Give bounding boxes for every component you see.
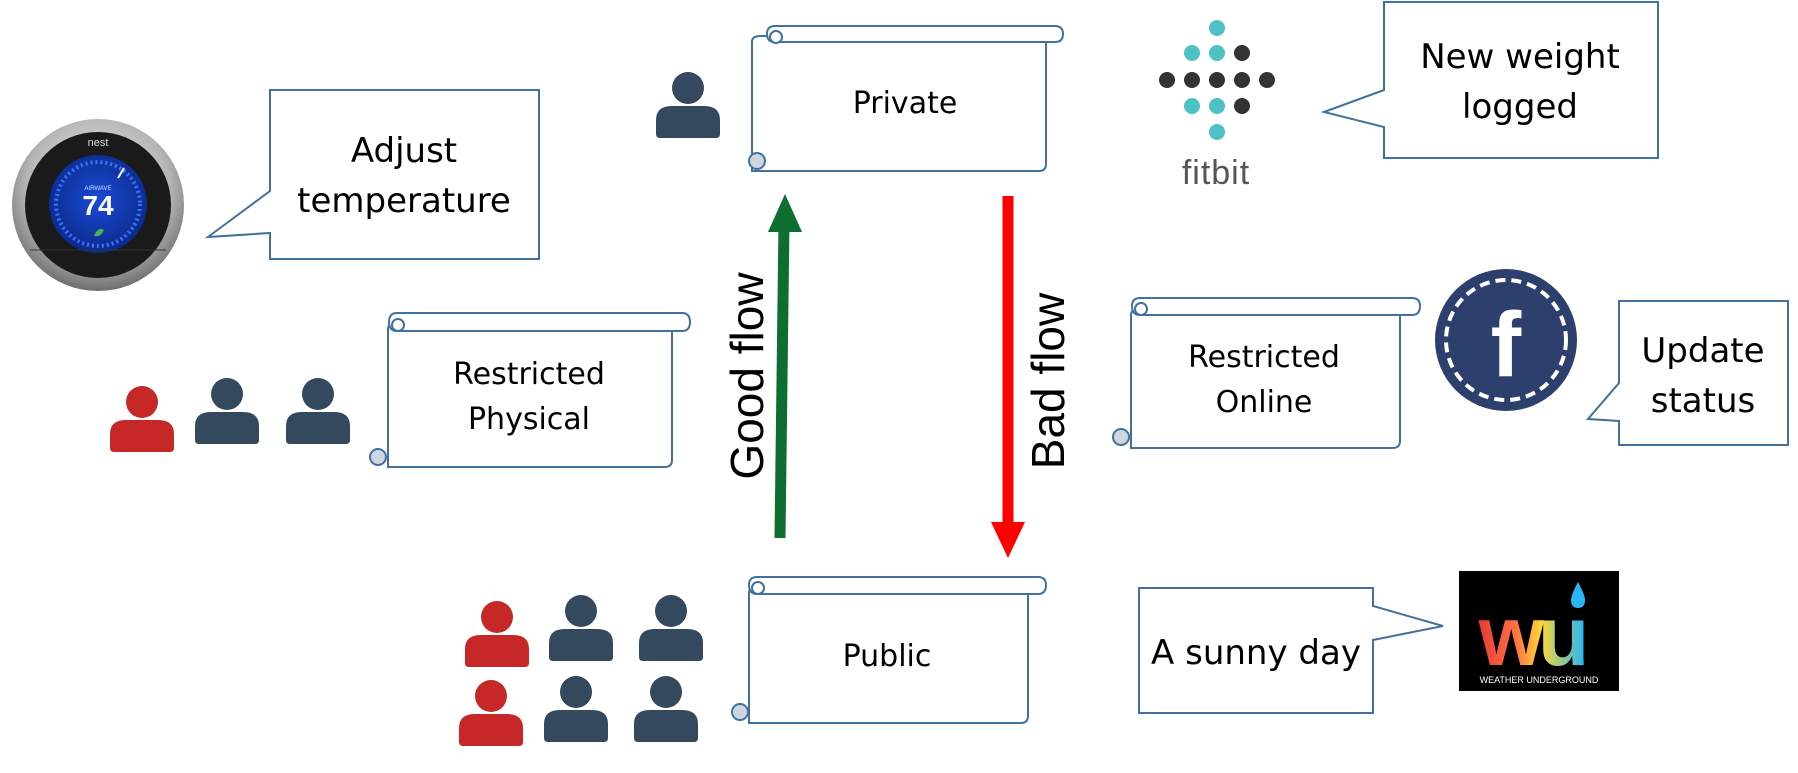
scroll-curl <box>769 30 783 44</box>
scroll-restricted-online-line2: Online <box>1216 385 1313 420</box>
nest-thermostat-icon: nest AIRWAVE 74 <box>12 119 184 291</box>
scroll-curl <box>751 581 765 595</box>
bubble-facebook: Update status <box>1585 300 1789 446</box>
scroll-top-roll <box>747 576 1048 595</box>
scroll-body <box>751 35 1047 172</box>
bubble-fitbit-line1: New weight <box>1420 37 1620 77</box>
weather-underground-logo-icon: wu WEATHER UNDERGROUND <box>1459 571 1619 691</box>
good-flow-label: Good flow <box>721 272 773 480</box>
scroll-curl <box>1112 428 1130 446</box>
people-restricted-physical <box>110 378 350 452</box>
bad-flow-arrow: Bad flow <box>991 196 1074 558</box>
scroll-restricted-physical-line2: Physical <box>468 402 590 437</box>
facebook-logo-icon: f <box>1435 269 1577 411</box>
bubble-shape <box>1585 300 1789 446</box>
good-flow-arrow: Good flow <box>721 194 802 539</box>
scroll-top-roll <box>1130 297 1422 316</box>
bubble-shape <box>1320 1 1659 159</box>
fitbit-wordmark: fitbit <box>1182 154 1250 192</box>
scroll-top-roll <box>387 312 692 332</box>
nest-mode-label: AIRWAVE <box>85 186 112 192</box>
fitbit-logo-icon: fitbit <box>1159 20 1275 192</box>
nest-temperature: 74 <box>82 190 114 221</box>
facebook-glyph: f <box>1491 294 1522 396</box>
person-dark <box>549 595 613 661</box>
bubble-facebook-line2: status <box>1651 381 1755 421</box>
bad-flow-head <box>991 522 1025 558</box>
weather-underground-mark: wu <box>1478 589 1584 683</box>
scroll-curl <box>731 703 749 721</box>
bubble-nest-line2: temperature <box>297 181 511 221</box>
scroll-restricted-online-line1: Restricted <box>1188 340 1340 375</box>
bubble-nest-line1: Adjust <box>351 131 457 171</box>
good-flow-head <box>768 194 802 232</box>
people-public <box>459 595 703 746</box>
weather-underground-caption: WEATHER UNDERGROUND <box>1480 675 1599 685</box>
nest-leaf-icon <box>94 228 104 237</box>
person-dark <box>634 676 698 742</box>
bubble-fitbit: New weight logged <box>1320 1 1659 159</box>
person-private <box>656 72 720 138</box>
person-dark <box>195 378 259 444</box>
bubble-facebook-line1: Update <box>1641 331 1764 371</box>
scroll-curl <box>391 318 405 332</box>
nest-brand-label: nest <box>88 137 109 149</box>
bubble-weather: A sunny day <box>1138 587 1444 714</box>
scroll-restricted-online: Restricted Online <box>1112 297 1422 449</box>
scroll-body <box>387 322 673 468</box>
scroll-body <box>1130 308 1401 449</box>
scroll-curl <box>369 448 387 466</box>
scroll-private-label: Private <box>853 86 958 121</box>
bubble-shape <box>204 89 540 260</box>
scroll-curl <box>1134 302 1148 316</box>
person-red <box>465 601 529 667</box>
scroll-top-roll <box>765 25 1065 43</box>
bubble-weather-line1: A sunny day <box>1151 633 1361 673</box>
person-dark <box>286 378 350 444</box>
bubble-shape <box>1138 587 1444 714</box>
scroll-restricted-physical-line1: Restricted <box>453 357 605 392</box>
bubble-fitbit-line2: logged <box>1462 87 1578 127</box>
scroll-curl <box>748 152 766 170</box>
scroll-public: Public <box>731 576 1048 724</box>
person-red <box>459 680 523 746</box>
raindrop-icon <box>1571 582 1585 608</box>
scroll-public-label: Public <box>843 639 932 674</box>
person-dark <box>639 595 703 661</box>
bad-flow-label: Bad flow <box>1022 292 1074 469</box>
person-dark <box>544 676 608 742</box>
scroll-private: Private <box>748 25 1065 172</box>
bubble-nest: Adjust temperature <box>204 89 540 260</box>
good-flow-shaft <box>774 221 790 539</box>
scroll-restricted-physical: Restricted Physical <box>369 312 692 468</box>
person-red <box>110 386 174 452</box>
